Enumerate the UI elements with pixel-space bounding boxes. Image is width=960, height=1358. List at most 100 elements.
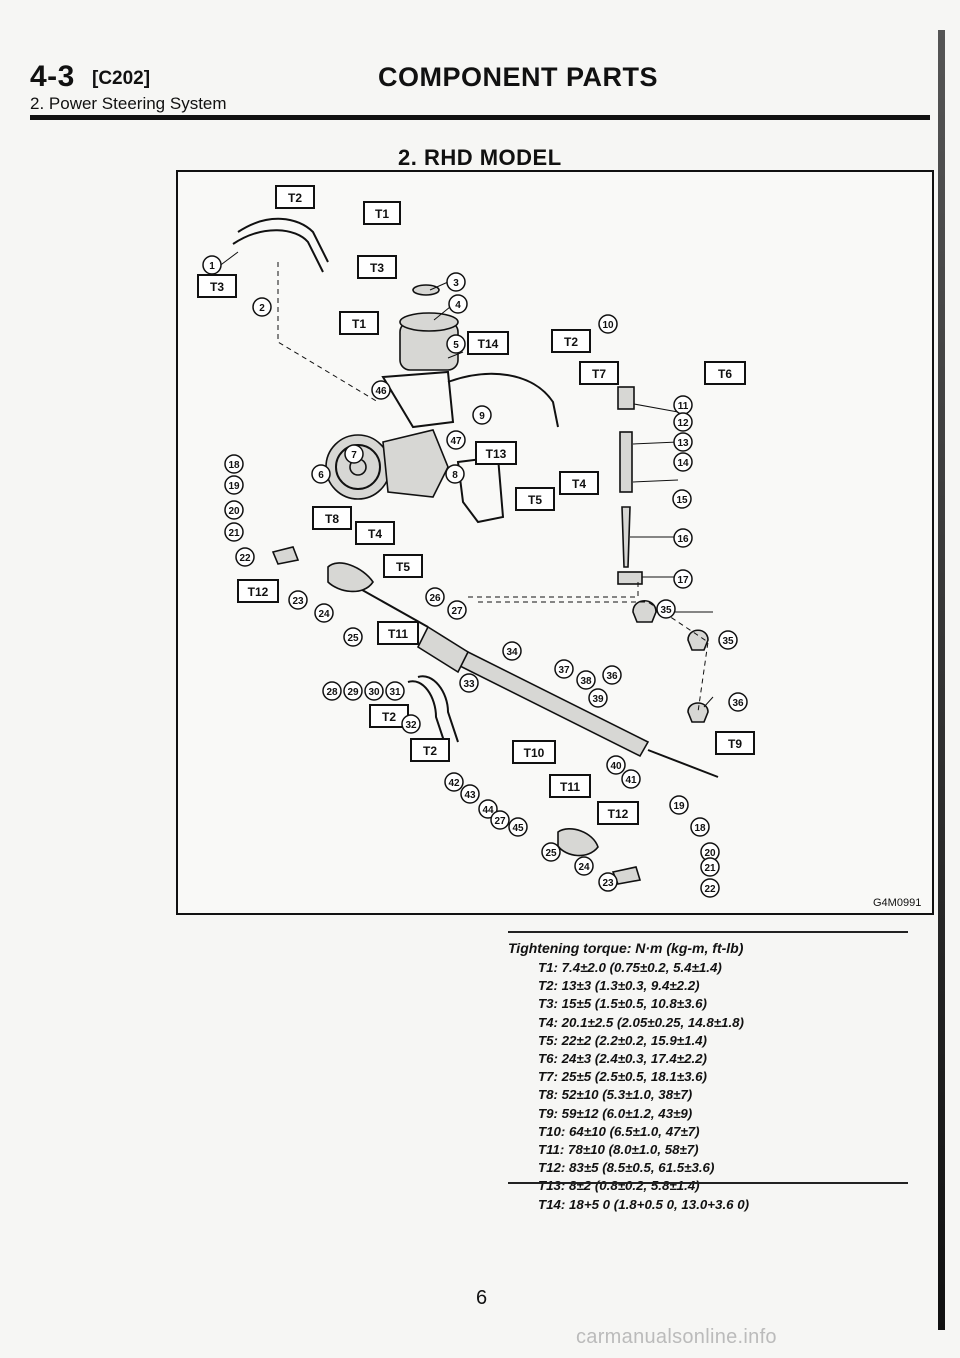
callout-36: 36 bbox=[602, 665, 622, 685]
torque-label-T12: T12 bbox=[597, 801, 639, 825]
torque-label-layer: T2 T1 T3 T3 T1 T14 T2 T7 T6 T13 T4 T5 T8… bbox=[197, 185, 755, 825]
callout-2: 2 bbox=[252, 297, 272, 317]
svg-text:36: 36 bbox=[732, 698, 744, 709]
torque-label-T7: T7 bbox=[579, 361, 619, 385]
torque-label-T8: T8 bbox=[312, 506, 352, 530]
valve-housing bbox=[617, 571, 643, 585]
svg-text:T5: T5 bbox=[528, 493, 542, 507]
svg-text:45: 45 bbox=[512, 823, 524, 834]
callout-31: 31 bbox=[385, 681, 405, 701]
clamp-upper bbox=[632, 599, 657, 623]
svg-text:T3: T3 bbox=[370, 261, 384, 275]
torque-label-T3: T3 bbox=[357, 255, 397, 279]
svg-text:1: 1 bbox=[209, 261, 215, 272]
callout-12: 12 bbox=[673, 412, 693, 432]
torque-item: T11: 78±10 (8.0±1.0, 58±7) bbox=[538, 1142, 699, 1158]
svg-text:40: 40 bbox=[610, 761, 622, 772]
callout-39: 39 bbox=[588, 688, 608, 708]
callout-18: 18 bbox=[224, 454, 244, 474]
svg-text:T6: T6 bbox=[718, 367, 732, 381]
torque-item: T2: 13±3 (1.3±0.3, 9.4±2.2) bbox=[538, 978, 700, 994]
svg-text:T13: T13 bbox=[486, 447, 507, 461]
torque-label-T10: T10 bbox=[512, 740, 556, 764]
callout-14: 14 bbox=[673, 452, 693, 472]
callout-25: 25 bbox=[541, 842, 561, 862]
svg-text:42: 42 bbox=[448, 778, 460, 789]
svg-text:17: 17 bbox=[677, 575, 689, 586]
torque-label-T5: T5 bbox=[383, 554, 423, 578]
figure-title: 2. RHD MODEL bbox=[398, 145, 562, 170]
callout-30: 30 bbox=[364, 681, 384, 701]
svg-text:21: 21 bbox=[228, 528, 240, 539]
callout-27: 27 bbox=[490, 810, 510, 830]
callout-24: 24 bbox=[314, 603, 334, 623]
svg-text:16: 16 bbox=[677, 534, 689, 545]
leader bbox=[633, 403, 679, 413]
svg-text:9: 9 bbox=[479, 411, 485, 422]
torque-item: T5: 22±2 (2.2±0.2, 15.9±1.4) bbox=[538, 1032, 707, 1048]
svg-text:46: 46 bbox=[375, 386, 387, 397]
svg-text:30: 30 bbox=[368, 687, 380, 698]
svg-text:3: 3 bbox=[453, 278, 459, 289]
svg-text:14: 14 bbox=[677, 458, 689, 469]
leader bbox=[447, 351, 464, 359]
callout-21: 21 bbox=[224, 522, 244, 542]
svg-text:T14: T14 bbox=[478, 337, 499, 351]
svg-text:18: 18 bbox=[694, 823, 706, 834]
torque-label-T2: T2 bbox=[551, 329, 591, 353]
oil-pump bbox=[382, 429, 449, 498]
svg-text:T12: T12 bbox=[248, 585, 269, 599]
section-code: [C202] bbox=[92, 68, 151, 89]
svg-text:T2: T2 bbox=[382, 710, 396, 724]
svg-text:T7: T7 bbox=[592, 367, 606, 381]
torque-label-T3: T3 bbox=[197, 274, 237, 298]
svg-text:35: 35 bbox=[660, 605, 672, 616]
callout-35: 35 bbox=[718, 630, 738, 650]
pump-bracket bbox=[447, 372, 559, 428]
torque-label-T14: T14 bbox=[467, 331, 509, 355]
watermark: carmanualsonline.info bbox=[576, 1326, 777, 1348]
filler-cap bbox=[412, 284, 440, 296]
callout-10: 10 bbox=[598, 314, 618, 334]
svg-text:10: 10 bbox=[602, 320, 614, 331]
torque-item: T8: 52±10 (5.3±1.0, 38±7) bbox=[538, 1087, 693, 1103]
callout-32: 32 bbox=[401, 714, 421, 734]
torque-label-T9: T9 bbox=[715, 731, 755, 755]
torque-label-T12: T12 bbox=[237, 579, 279, 603]
torque-rule-bottom bbox=[508, 1182, 908, 1184]
svg-text:38: 38 bbox=[580, 676, 592, 687]
svg-text:24: 24 bbox=[318, 609, 330, 620]
svg-text:11: 11 bbox=[678, 401, 689, 412]
figure-id: G4M0991 bbox=[873, 897, 922, 909]
svg-text:25: 25 bbox=[347, 633, 359, 644]
callout-27: 27 bbox=[447, 600, 467, 620]
torque-list: T1: 7.4±2.0 (0.75±0.2, 5.4±1.4) T2: 13±3… bbox=[538, 959, 749, 1214]
callout-47: 47 bbox=[446, 430, 466, 450]
clamp-right bbox=[687, 629, 709, 651]
leader bbox=[703, 696, 714, 708]
callout-26: 26 bbox=[425, 587, 445, 607]
callout-29: 29 bbox=[343, 681, 363, 701]
torque-label-T4: T4 bbox=[355, 521, 395, 545]
gearbox-end bbox=[416, 625, 470, 674]
svg-text:43: 43 bbox=[464, 790, 476, 801]
svg-text:T1: T1 bbox=[352, 317, 366, 331]
torque-item: T14: 18+5 0 (1.8+0.5 0, 13.0+3.6 0) bbox=[538, 1196, 750, 1212]
callout-33: 33 bbox=[459, 673, 479, 693]
svg-text:41: 41 bbox=[625, 775, 637, 786]
callout-46: 46 bbox=[371, 380, 391, 400]
callout-23: 23 bbox=[598, 872, 618, 892]
svg-text:47: 47 bbox=[450, 436, 462, 447]
svg-text:21: 21 bbox=[704, 863, 716, 874]
torque-item: T1: 7.4±2.0 (0.75±0.2, 5.4±1.4) bbox=[538, 960, 722, 975]
callout-4: 4 bbox=[448, 294, 468, 314]
binding-edge bbox=[938, 30, 945, 1330]
svg-text:22: 22 bbox=[704, 884, 716, 895]
callout-28: 28 bbox=[322, 681, 342, 701]
svg-text:T2: T2 bbox=[288, 191, 302, 205]
callout-24: 24 bbox=[574, 856, 594, 876]
svg-text:34: 34 bbox=[506, 647, 518, 658]
torque-label-T2: T2 bbox=[410, 738, 450, 762]
svg-text:32: 32 bbox=[405, 720, 417, 731]
callout-45: 45 bbox=[508, 817, 528, 837]
